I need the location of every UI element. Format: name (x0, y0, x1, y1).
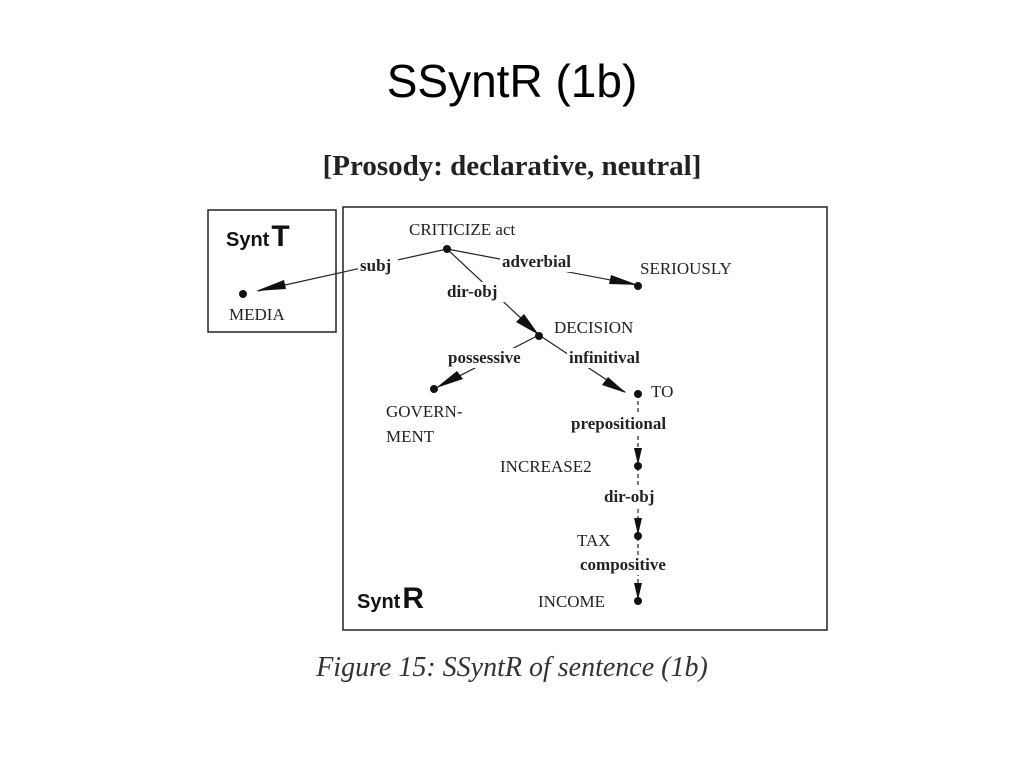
relation-label-dir-obj-1: dir-obj (447, 282, 497, 301)
node-label-tax: TAX (577, 531, 611, 550)
relation-label-subj: subj (360, 256, 391, 275)
arrowhead-possessive (436, 371, 463, 388)
synt-r-label: SyntR (357, 582, 424, 615)
arrowhead-subj (256, 280, 286, 291)
arrowhead-dir-obj-1 (516, 314, 539, 335)
synt-t-box (207, 209, 337, 333)
slide-title: SSyntR (1b) (386, 55, 638, 107)
edge-subj (257, 248, 448, 292)
relation-label-possessive: possessive (448, 348, 521, 367)
prosody-subtitle: [Prosody: declarative, neutral] (322, 150, 702, 182)
arrowhead-prepositional (634, 448, 642, 465)
synt-r-box (342, 206, 828, 631)
relation-label-infinitival: infinitival (569, 348, 640, 367)
node-dot-income (634, 597, 642, 605)
node-label-to: TO (651, 382, 673, 401)
node-dot-increase (634, 462, 642, 470)
node-dot-criticize (443, 245, 451, 253)
figure-caption: Figure 15: SSyntR of sentence (1b) (316, 652, 708, 683)
node-dot-decision (535, 332, 543, 340)
arrowhead-compositive (634, 583, 642, 600)
relation-label-adverbial: adverbial (502, 252, 571, 271)
node-dot-tax (634, 532, 642, 540)
node-label-government-2: MENT (386, 427, 435, 446)
node-label-government-1: GOVERN- (386, 402, 463, 421)
arrowhead-infinitival (602, 377, 626, 393)
node-label-criticize: CRITICIZE act (409, 220, 515, 239)
arrowhead-dir-obj-2 (634, 518, 642, 535)
node-label-income: INCOME (538, 592, 605, 611)
node-label-seriously: SERIOUSLY (640, 259, 732, 278)
relation-label-dir-obj-2: dir-obj (604, 487, 654, 506)
relation-label-prepositional: prepositional (571, 414, 666, 433)
node-dot-media (239, 290, 247, 298)
node-label-increase: INCREASE2 (500, 457, 592, 476)
relation-label-compositive: compositive (580, 555, 666, 574)
node-dot-to (634, 390, 642, 398)
node-label-media: MEDIA (229, 305, 285, 324)
arrowhead-adverbial (609, 275, 638, 285)
node-dot-seriously (634, 282, 642, 290)
node-dot-government (430, 385, 438, 393)
synt-t-label: SyntT (226, 220, 290, 253)
node-label-decision: DECISION (554, 318, 633, 337)
